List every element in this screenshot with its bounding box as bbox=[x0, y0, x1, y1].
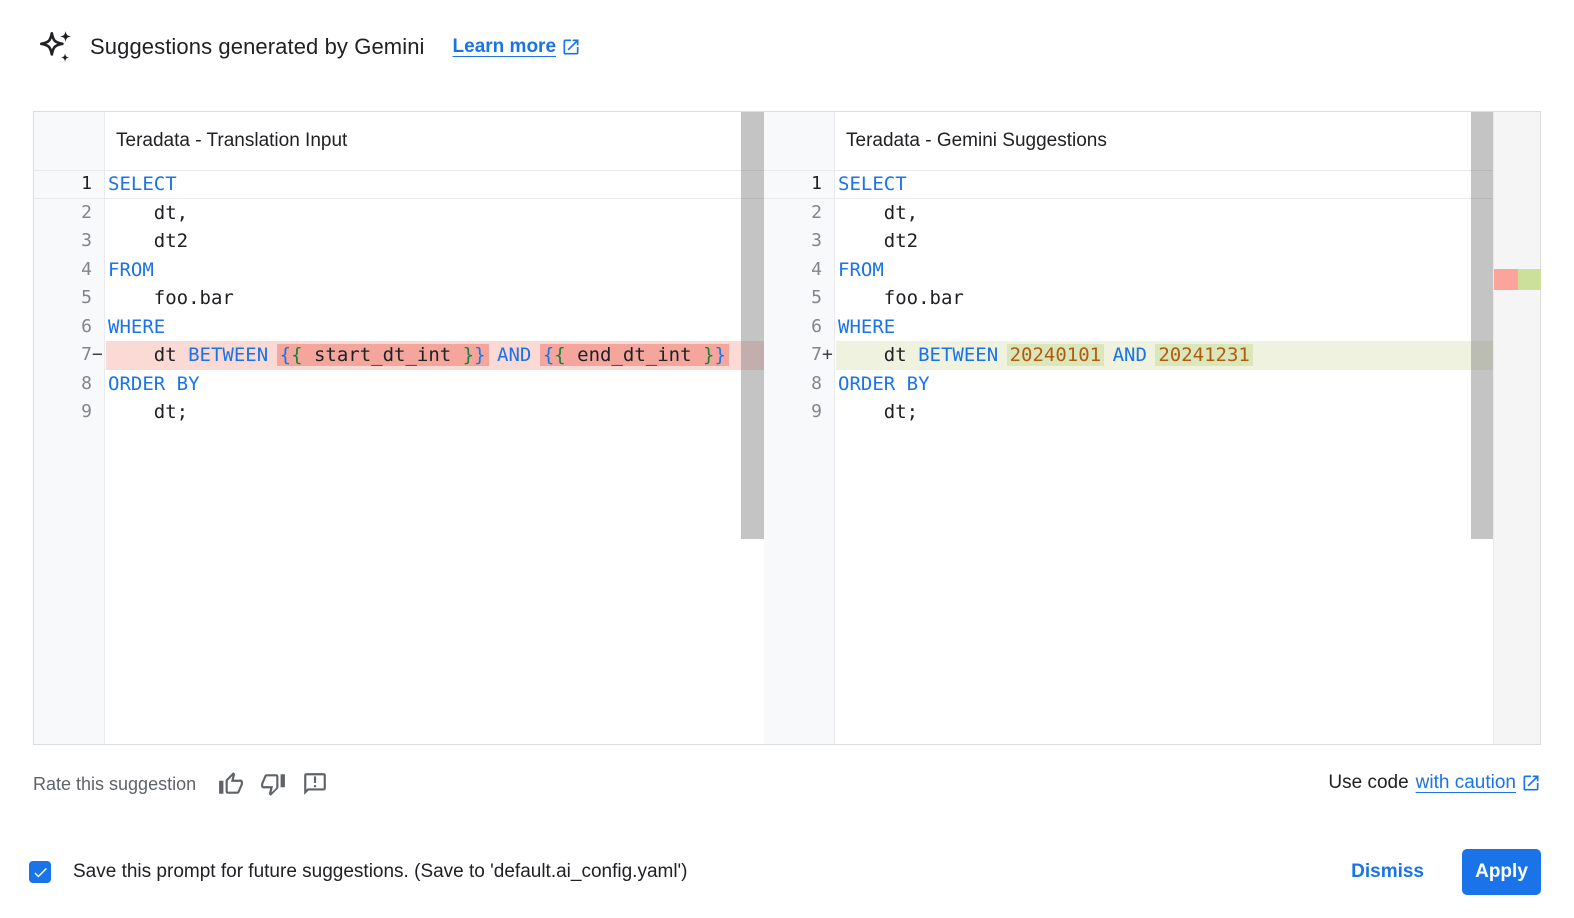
thumbs-up-button[interactable] bbox=[218, 770, 244, 798]
diff-chunk: {{ start_dt_int }} bbox=[276, 344, 489, 366]
code-line-9[interactable]: 9 dt; bbox=[34, 398, 764, 427]
rate-suggestion-label: Rate this suggestion bbox=[33, 773, 197, 794]
line-number: 8 bbox=[811, 372, 822, 394]
code-line-3[interactable]: 3 dt2 bbox=[764, 227, 1493, 256]
diff-chunk: 20241231 bbox=[1155, 344, 1253, 366]
vertical-scrollbar[interactable] bbox=[1471, 112, 1493, 539]
code-line-1[interactable]: 1 SELECT bbox=[34, 170, 764, 199]
with-caution-link[interactable]: with caution bbox=[1415, 772, 1516, 793]
line-number: 4 bbox=[811, 258, 822, 280]
thumbs-down-icon bbox=[261, 774, 286, 796]
code-line-6[interactable]: 6 WHERE bbox=[34, 313, 764, 342]
code-text: SELECT bbox=[838, 173, 907, 195]
code-line-4[interactable]: 4 FROM bbox=[764, 256, 1493, 285]
line-number: 1 bbox=[81, 173, 92, 194]
code-line-6[interactable]: 6 WHERE bbox=[764, 313, 1493, 342]
vertical-scrollbar[interactable] bbox=[741, 112, 764, 539]
code-text: dt BETWEEN 20240101 AND 20241231 bbox=[836, 341, 1493, 370]
code-line-1[interactable]: 1 SELECT bbox=[764, 170, 1493, 199]
line-number: 9 bbox=[811, 401, 822, 422]
code-line-9[interactable]: 9 dt; bbox=[764, 398, 1493, 427]
save-prompt-label: Save this prompt for future suggestions.… bbox=[73, 861, 688, 882]
code-line-5[interactable]: 5 foo.bar bbox=[764, 284, 1493, 313]
feedback-button[interactable] bbox=[302, 770, 328, 798]
code-text: foo.bar bbox=[108, 287, 234, 309]
code-text: SELECT bbox=[108, 173, 177, 195]
page-title: Suggestions generated by Gemini bbox=[90, 34, 425, 59]
line-number: 6 bbox=[81, 315, 92, 337]
code-text: dt; bbox=[838, 401, 919, 423]
diff-container: Teradata - Translation Input 1 SELECT 2 dt… bbox=[33, 111, 1541, 745]
line-number: 4 bbox=[81, 258, 92, 280]
suggestions-header: Suggestions generated by Gemini Learn mo… bbox=[36, 26, 581, 68]
line-number: 5 bbox=[811, 287, 822, 308]
code-line-2[interactable]: 2 dt, bbox=[764, 199, 1493, 228]
line-number: 7− bbox=[81, 344, 103, 365]
line-number: 3 bbox=[811, 230, 822, 251]
checkmark-icon bbox=[33, 867, 47, 877]
line-number: 8 bbox=[81, 372, 92, 394]
line-number: 2 bbox=[811, 201, 822, 223]
open-in-new-icon bbox=[563, 39, 579, 55]
learn-more-link[interactable]: Learn more bbox=[453, 36, 581, 58]
diff-chunk: 20240101 bbox=[1006, 344, 1105, 366]
code-line-8[interactable]: 8 ORDER BY bbox=[764, 370, 1493, 399]
code-text: foo.bar bbox=[838, 287, 964, 309]
code-text: WHERE bbox=[838, 315, 896, 338]
gemini-sparkle-icon bbox=[39, 31, 71, 62]
editor-gemini-suggestions[interactable]: Teradata - Gemini Suggestions 1 SELECT 2 d… bbox=[764, 112, 1493, 744]
use-code-label: Use code bbox=[1328, 772, 1409, 793]
code-text: ORDER BY bbox=[108, 372, 200, 395]
line-number: 3 bbox=[81, 230, 92, 251]
line-number-gutter bbox=[764, 112, 835, 744]
code-text: ORDER BY bbox=[838, 372, 930, 395]
editor-translation-input[interactable]: Teradata - Translation Input 1 SELECT 2 dt… bbox=[34, 112, 764, 744]
code-line-7[interactable]: 7− dt BETWEEN {{ start_dt_int }} AND {{ … bbox=[34, 341, 764, 370]
feedback-icon bbox=[304, 773, 326, 795]
apply-button[interactable]: Apply bbox=[1462, 849, 1541, 895]
line-number: 9 bbox=[81, 401, 92, 422]
thumbs-up-icon bbox=[219, 772, 244, 794]
code-line-5[interactable]: 5 foo.bar bbox=[34, 284, 764, 313]
code-text: dt, bbox=[838, 201, 919, 224]
line-number: 2 bbox=[81, 201, 92, 223]
editor-title: Teradata - Gemini Suggestions bbox=[846, 130, 1107, 151]
code-line-4[interactable]: 4 FROM bbox=[34, 256, 764, 285]
dismiss-button[interactable]: Dismiss bbox=[1351, 861, 1424, 882]
code-text: dt, bbox=[108, 201, 189, 224]
line-number: 7+ bbox=[811, 344, 833, 365]
code-line-2[interactable]: 2 dt, bbox=[34, 199, 764, 228]
code-text: FROM bbox=[838, 258, 884, 281]
code-text: dt2 bbox=[108, 230, 189, 252]
line-number: 5 bbox=[81, 287, 92, 308]
code-text: dt; bbox=[108, 401, 189, 423]
code-text: FROM bbox=[108, 258, 154, 281]
thumbs-down-button[interactable] bbox=[260, 770, 286, 798]
line-number-gutter bbox=[34, 112, 105, 744]
line-number: 1 bbox=[811, 173, 822, 194]
line-number: 6 bbox=[811, 315, 822, 337]
code-text: dt2 bbox=[838, 230, 919, 252]
code-line-7[interactable]: 7+ dt BETWEEN 20240101 AND 20241231 bbox=[764, 341, 1493, 370]
ruler-added-marker[interactable] bbox=[1518, 269, 1541, 290]
open-in-new-icon bbox=[1523, 775, 1539, 791]
diff-overview-ruler[interactable] bbox=[1493, 112, 1541, 744]
code-text: dt BETWEEN {{ start_dt_int }} AND {{ end… bbox=[106, 341, 764, 370]
diff-chunk: {{ end_dt_int }} bbox=[539, 344, 729, 366]
code-line-8[interactable]: 8 ORDER BY bbox=[34, 370, 764, 399]
save-prompt-checkbox[interactable] bbox=[29, 861, 51, 883]
ruler-removed-marker[interactable] bbox=[1494, 269, 1518, 290]
code-text: WHERE bbox=[108, 315, 166, 338]
code-line-3[interactable]: 3 dt2 bbox=[34, 227, 764, 256]
editor-title: Teradata - Translation Input bbox=[116, 130, 348, 151]
